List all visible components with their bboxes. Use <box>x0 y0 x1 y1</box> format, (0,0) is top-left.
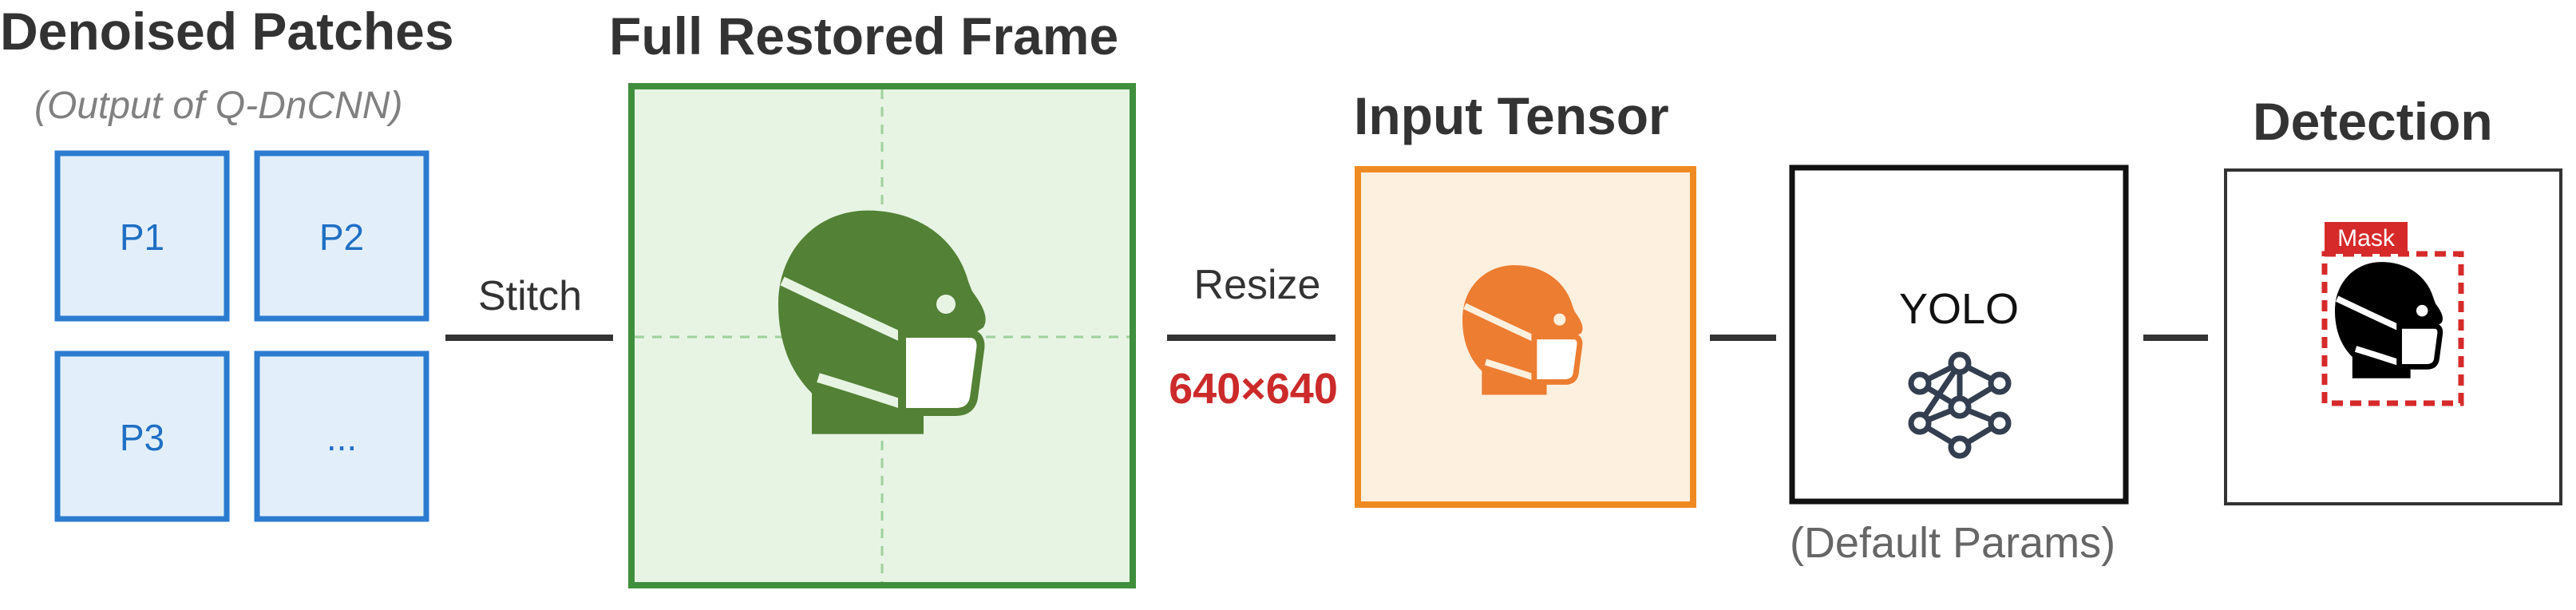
resize-connector: Resize 640×640 <box>1167 262 1338 413</box>
masked-person-head-icon <box>2335 262 2443 378</box>
patch-grid: P1 P2 P3 ... <box>54 150 429 522</box>
yolo-model-caption: (Default Params) <box>1790 519 2115 567</box>
stitch-label: Stitch <box>478 273 582 319</box>
stitch-connector: Stitch <box>445 273 613 341</box>
patch-box <box>254 351 429 522</box>
patch-label: ... <box>326 417 357 458</box>
detection-section: Detection Mask <box>2224 92 2562 505</box>
neural-network-icon <box>1908 351 2012 459</box>
patch-label: P3 <box>120 417 164 458</box>
detection-title: Detection <box>2253 92 2493 151</box>
patch-label: P2 <box>319 216 364 258</box>
full-restored-frame-section: Full Restored Frame <box>609 6 1136 588</box>
resize-size-label: 640×640 <box>1169 365 1338 413</box>
patch-box <box>254 150 429 322</box>
denoised-patches-section: Denoised Patches (Output of Q-DnCNN) P1 … <box>0 2 454 522</box>
yolo-model-section: YOLO (Default Params) <box>1789 164 2129 567</box>
mask-label-text: Mask <box>2337 225 2396 252</box>
patch-box <box>54 351 230 522</box>
masked-person-head-icon <box>1462 265 1583 395</box>
denoised-patches-title: Denoised Patches <box>0 2 454 61</box>
mask-bounding-box <box>2321 251 2464 406</box>
full-restored-frame-title: Full Restored Frame <box>609 6 1118 65</box>
input-tensor-section: Input Tensor <box>1354 86 1696 508</box>
patch-box <box>54 150 230 322</box>
mask-label-badge <box>2325 222 2408 254</box>
yolo-model-label: YOLO <box>1899 285 2019 333</box>
resize-label: Resize <box>1194 262 1321 308</box>
patch-label: P1 <box>120 216 164 258</box>
denoised-patches-subtitle: (Output of Q-DnCNN) <box>34 85 402 127</box>
masked-person-head-icon <box>778 210 986 434</box>
input-tensor-title: Input Tensor <box>1354 86 1669 145</box>
